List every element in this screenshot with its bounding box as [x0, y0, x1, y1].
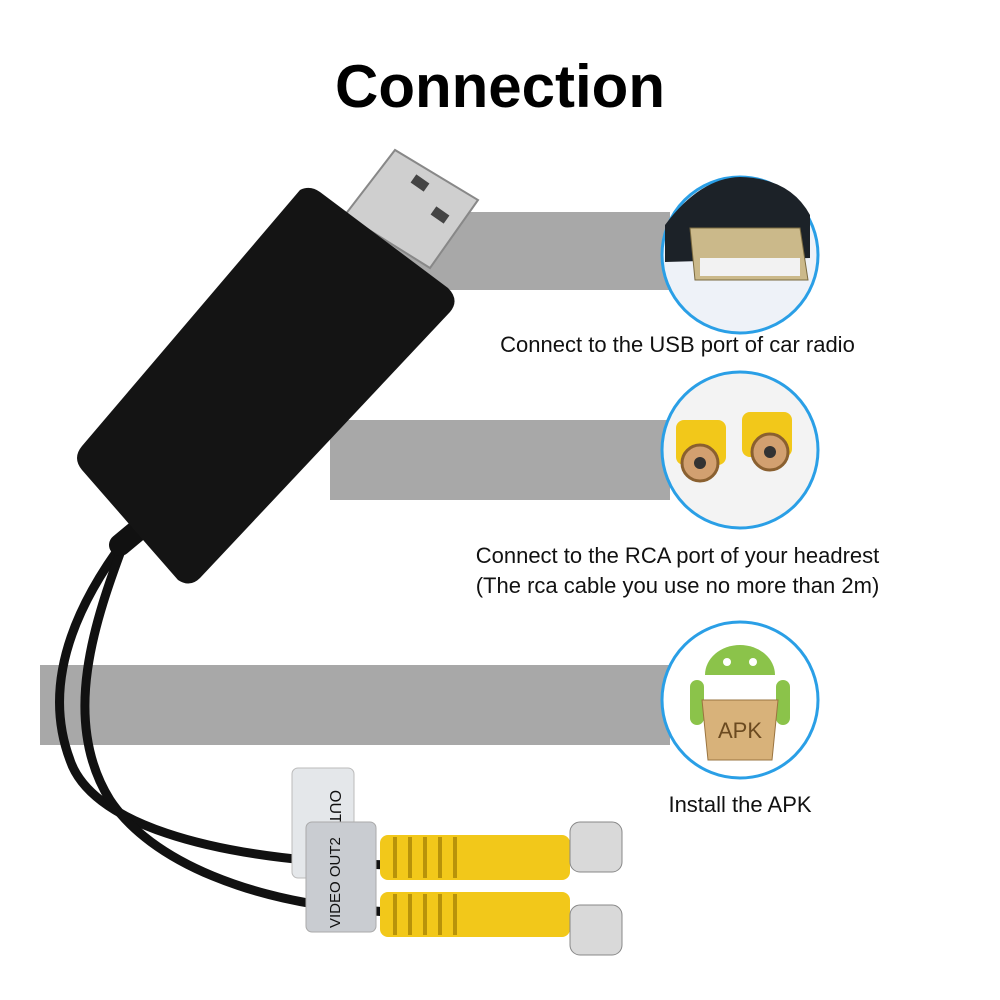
usb-port-photo — [660, 175, 820, 335]
page-title: Connection — [335, 53, 665, 120]
android-apk-icon: APK — [660, 620, 820, 780]
caption-usb: Connect to the USB port of car radio — [440, 330, 915, 360]
usb-plug — [343, 148, 480, 270]
rca-connector-2 — [380, 892, 623, 956]
rca-connector-1 — [380, 821, 623, 880]
caption-apk: Install the APK — [590, 790, 890, 820]
cable-tag-out2 — [305, 821, 377, 933]
connector-bar-apk — [40, 665, 670, 745]
dongle-body — [77, 187, 455, 584]
caption-usb-line: Connect to the USB port of car radio — [500, 332, 855, 357]
apk-label: APK — [718, 718, 762, 743]
cable-tag-out2-text: VIDEO OUT2 — [327, 837, 344, 928]
caption-apk-line: Install the APK — [668, 792, 812, 817]
connector-bar-rca — [330, 420, 670, 500]
caption-rca: Connect to the RCA port of your headrest… — [420, 541, 935, 601]
caption-rca-line-1: Connect to the RCA port of your headrest — [475, 543, 880, 568]
rca-ports-photo — [660, 370, 820, 530]
caption-rca-line-2: (The rca cable you use no more than 2m) — [475, 573, 880, 598]
